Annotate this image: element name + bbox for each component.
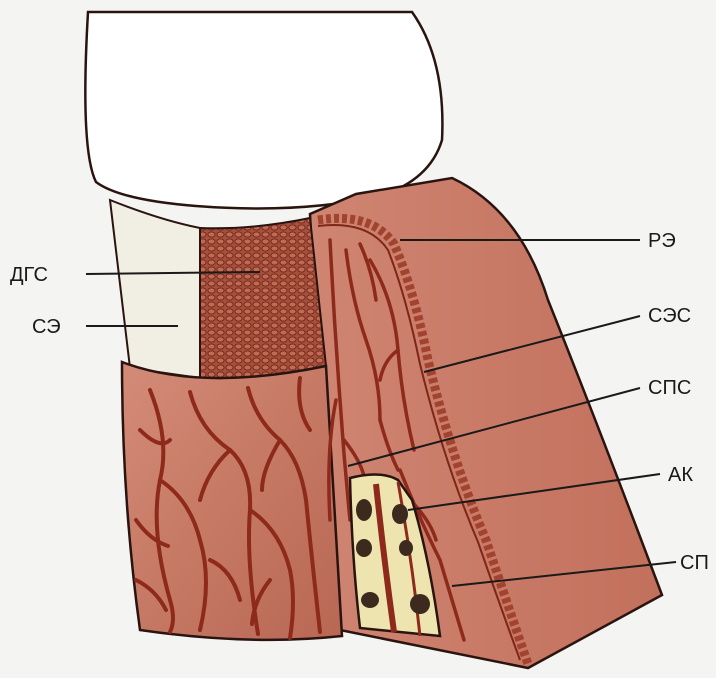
label-ses: СЭС: [648, 305, 691, 327]
label-ak: АК: [668, 464, 693, 486]
sulcular-epithelium-zone: [110, 200, 200, 378]
dentogingival-plexus: [200, 218, 326, 381]
label-sp: СП: [680, 552, 709, 574]
tooth-crown: [85, 12, 442, 208]
label-se: СЭ: [32, 316, 61, 338]
label-sps: СПС: [648, 377, 691, 399]
label-re: РЭ: [648, 230, 676, 252]
label-dgs: ДГС: [10, 264, 48, 286]
